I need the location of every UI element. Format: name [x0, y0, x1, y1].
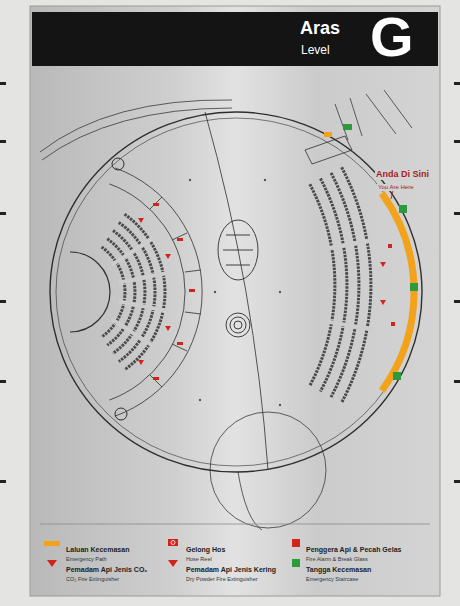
legend-english: Emergency Path	[66, 556, 107, 562]
legend-text: Pemadam Api Jenis CO₂	[66, 566, 147, 574]
legend-entry: Gelong Hos	[186, 538, 225, 556]
centre-features	[218, 220, 258, 337]
exterior-lines	[40, 90, 412, 530]
level-word: Aras	[300, 19, 340, 39]
legend-entry: Penggera Api & Pecah Gelas	[306, 538, 401, 556]
legend-text: Penggera Api & Pecah Gelas	[306, 546, 401, 554]
label-holder: G	[370, 9, 414, 65]
label-holder: Level	[301, 40, 330, 58]
legend-text: Pemadam Api Jenis Kering	[186, 566, 276, 574]
right-hall	[305, 136, 372, 403]
column-dots	[189, 179, 281, 406]
legend-swatch	[292, 559, 300, 567]
legend-entry: Pemadam Api Jenis Kering	[186, 558, 276, 576]
route-markers	[324, 124, 418, 380]
legend-entry: Tangga Kecemasan	[306, 558, 371, 576]
legend-text: Gelong Hos	[186, 546, 225, 554]
label-holder: You Are Here	[377, 175, 414, 193]
legend-english: Fire Alarm & Break Glass	[306, 556, 368, 562]
here-label: You Are Here	[377, 184, 414, 191]
legend-english: Hose Reel	[186, 556, 212, 562]
legend-english: CO₂ Fire Extinguisher	[66, 576, 119, 582]
legend-english: Emergency Staircase	[306, 576, 358, 582]
legend-english: Dry Powder Fire Extinguisher	[186, 576, 258, 582]
label-holder: Aras	[300, 19, 340, 39]
legend-swatch	[44, 541, 60, 546]
legend-text: Laluan Kecemasan	[66, 546, 129, 554]
level-letter: G	[370, 9, 414, 65]
building-outline	[50, 112, 422, 472]
label-holder: Anda Di Sini	[375, 163, 430, 181]
left-hall-markers	[138, 203, 195, 380]
sign-plate	[30, 6, 440, 596]
here-label: Anda Di Sini	[375, 170, 430, 180]
legend-icons	[47, 539, 178, 567]
legend-swatch	[292, 539, 300, 547]
legend-entry: Pemadam Api Jenis CO₂	[66, 558, 147, 576]
level-word: Level	[301, 44, 330, 57]
legend-text: Tangga Kecemasan	[306, 566, 371, 574]
emergency-path	[382, 193, 414, 390]
left-hall	[70, 158, 202, 420]
legend-rule	[40, 524, 430, 525]
legend-entry: Laluan Kecemasan	[66, 538, 129, 556]
